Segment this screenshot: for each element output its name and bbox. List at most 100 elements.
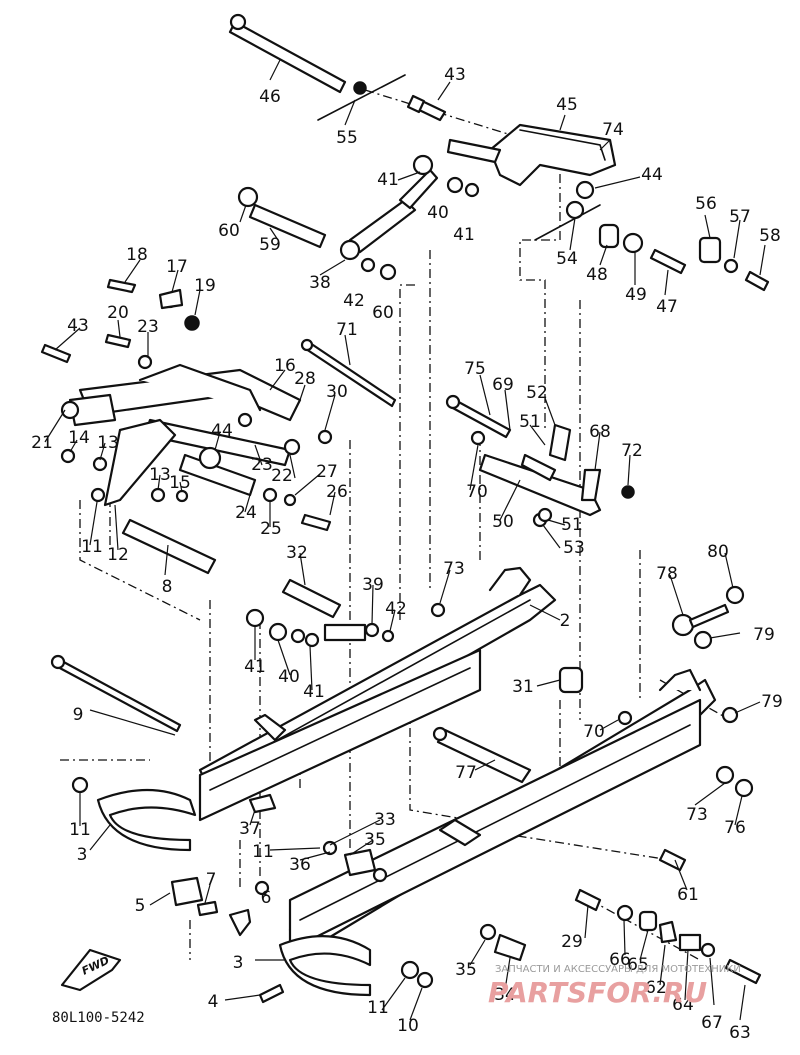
callout-68: 68: [589, 422, 611, 442]
callout-56: 56: [695, 194, 717, 214]
callout-41: 41: [377, 170, 399, 190]
callout-32: 32: [286, 543, 308, 563]
callout-31: 31: [512, 677, 534, 697]
callout-34: 34: [494, 985, 516, 1005]
callout-72: 72: [621, 441, 643, 461]
callout-45: 45: [556, 95, 578, 115]
callout-74: 74: [602, 120, 624, 140]
callout-51b: 51: [561, 515, 583, 535]
callout-23b: 23: [251, 455, 273, 475]
callout-47: 47: [656, 297, 678, 317]
long-bolt-71: [300, 338, 397, 408]
callout-67: 67: [701, 1013, 723, 1033]
long-bolt-9: [50, 654, 182, 733]
callout-42: 42: [343, 291, 365, 311]
shaft-8: [121, 518, 217, 575]
rear-arm-50: [445, 394, 635, 528]
callout-26: 26: [326, 482, 348, 502]
callout-44b: 44: [211, 421, 233, 441]
callout-8: 8: [162, 577, 173, 597]
callout-52: 52: [526, 383, 548, 403]
callout-43b: 43: [67, 316, 89, 336]
callout-66: 66: [609, 950, 631, 970]
callout-25: 25: [260, 519, 282, 539]
callout-70: 70: [466, 482, 488, 502]
callout-39: 39: [362, 575, 384, 595]
callout-16: 16: [274, 356, 296, 376]
callout-27: 27: [316, 462, 338, 482]
shock-absorber-38: [339, 154, 480, 281]
callout-40b: 40: [278, 667, 300, 687]
callout-51: 51: [519, 412, 541, 432]
shaft-32: [281, 578, 342, 619]
callout-24: 24: [235, 503, 257, 523]
callout-40: 40: [427, 203, 449, 223]
callout-18: 18: [126, 245, 148, 265]
callout-53: 53: [563, 538, 585, 558]
callout-54: 54: [556, 249, 578, 269]
rail-front-tip-lower: [278, 935, 372, 997]
callout-4: 4: [208, 992, 219, 1012]
callout-75: 75: [464, 359, 486, 379]
callout-78: 78: [656, 564, 678, 584]
callout-13b: 13: [149, 465, 171, 485]
callout-3b: 3: [233, 953, 244, 973]
callout-70b: 70: [583, 722, 605, 742]
forward-direction-arrow: [60, 948, 122, 992]
callout-41c: 41: [244, 657, 266, 677]
callout-41d: 41: [303, 682, 325, 702]
callout-73: 73: [443, 559, 465, 579]
callout-79b: 79: [761, 692, 783, 712]
watermark-caption: ЗАПЧАСТИ И АКСЕССУАРЫ ДЛЯ МОТОТЕХНИКИ: [495, 964, 741, 975]
callout-42b: 42: [385, 599, 407, 619]
callout-58: 58: [759, 226, 781, 246]
callout-33: 33: [374, 810, 396, 830]
callout-6: 6: [261, 888, 272, 908]
callout-20: 20: [107, 303, 129, 323]
callout-13: 13: [97, 433, 119, 453]
callout-43: 43: [444, 65, 466, 85]
callout-46: 46: [259, 87, 281, 107]
callout-11b: 11: [69, 820, 91, 840]
callout-19: 19: [194, 276, 216, 296]
callout-36: 36: [289, 855, 311, 875]
callout-59: 59: [259, 235, 281, 255]
callout-63: 63: [729, 1023, 751, 1043]
callout-44: 44: [641, 165, 663, 185]
rear-arm-bracket-45: [446, 123, 617, 241]
bolt-43-top: [406, 94, 447, 122]
callout-80: 80: [707, 542, 729, 562]
callout-60b: 60: [372, 303, 394, 323]
callout-7: 7: [206, 870, 217, 890]
callout-49: 49: [625, 285, 647, 305]
callout-2: 2: [560, 611, 571, 631]
callout-17: 17: [166, 257, 188, 277]
callout-10: 10: [397, 1016, 419, 1036]
callout-35: 35: [364, 830, 386, 850]
callout-50: 50: [492, 512, 514, 532]
callout-73b: 73: [686, 805, 708, 825]
callout-14: 14: [68, 428, 90, 448]
callout-79: 79: [753, 625, 775, 645]
rail-front-tip-upper: [96, 788, 197, 852]
center-collars: [245, 608, 395, 648]
slide-rail-right-lower: [288, 698, 702, 952]
rear-pivot-parts: [598, 223, 770, 292]
callout-41b: 41: [453, 225, 475, 245]
callout-69: 69: [492, 375, 514, 395]
callout-9: 9: [73, 705, 84, 725]
callout-71: 71: [336, 320, 358, 340]
callout-62: 62: [645, 978, 667, 998]
callout-55: 55: [336, 128, 358, 148]
callout-15: 15: [169, 473, 191, 493]
callout-21: 21: [31, 433, 53, 453]
callout-61: 61: [677, 885, 699, 905]
callout-3: 3: [77, 845, 88, 865]
shaft-77: [432, 726, 532, 784]
callout-23: 23: [137, 317, 159, 337]
shaft-59: [237, 186, 327, 249]
callout-22: 22: [271, 466, 293, 486]
watermark-brand: PARTSFOR.RU: [488, 976, 707, 1009]
